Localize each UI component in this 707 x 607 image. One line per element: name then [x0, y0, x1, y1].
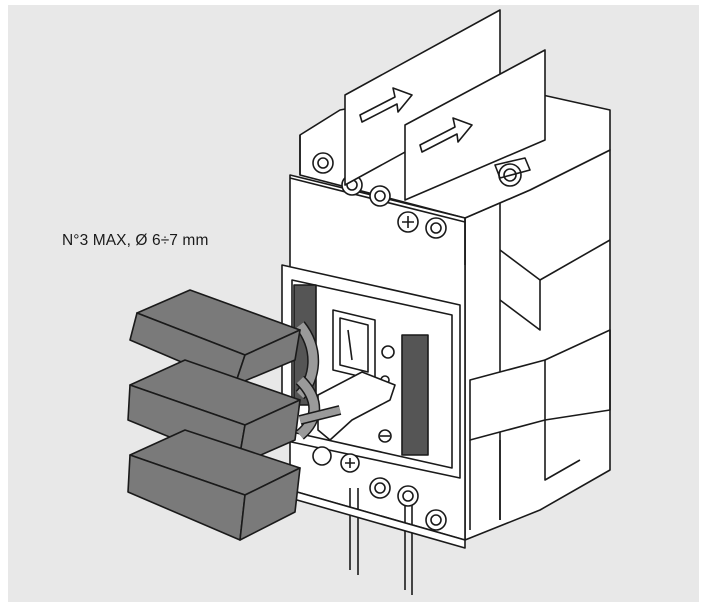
- rotary-handle: [317, 371, 396, 441]
- ferrite-core-bottom: [127, 429, 301, 541]
- test-button: [381, 345, 395, 359]
- right-vent-grille: [401, 334, 429, 456]
- phase-barrier-right: [404, 49, 546, 201]
- cable-bundle: [295, 321, 342, 440]
- cable-spec-label: N°3 MAX, Ø 6÷7 mm: [62, 232, 209, 249]
- bottom-terminal-screws: [312, 446, 447, 531]
- ferrite-core-top: [129, 289, 301, 386]
